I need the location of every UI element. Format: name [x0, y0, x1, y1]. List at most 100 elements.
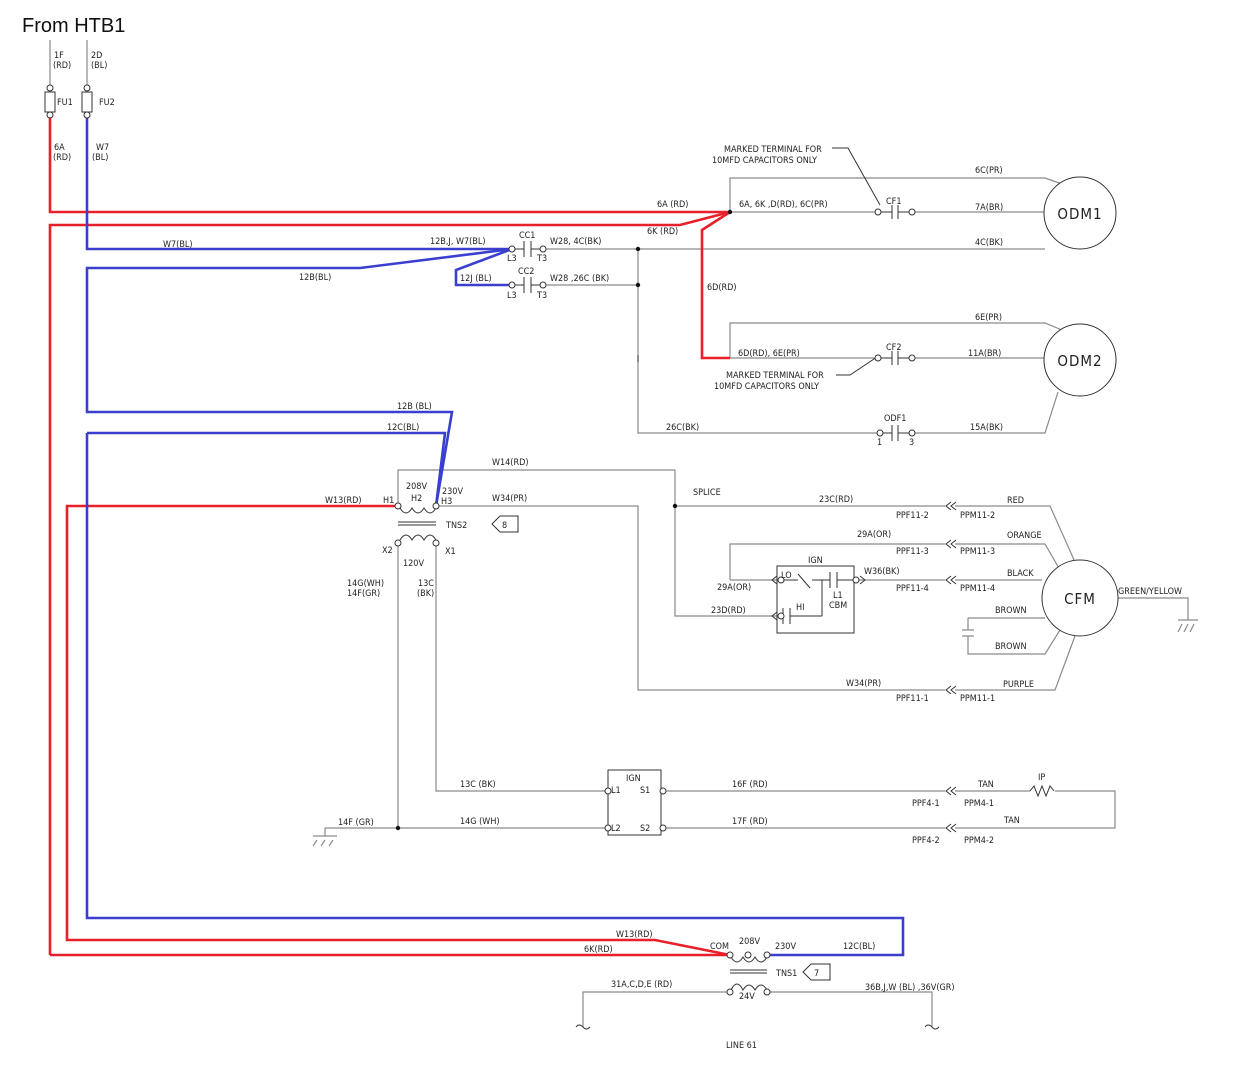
contactor-cc1 [512, 241, 543, 257]
component-label: IGN [626, 774, 641, 784]
wire-label: 15A(BK) [970, 423, 1003, 433]
note: 10MFD CAPACITORS ONLY [712, 156, 817, 166]
terminal [604, 824, 612, 832]
plug-label: PPF11-4 [896, 584, 929, 594]
plug-connector-icon [945, 539, 957, 549]
wire-label: 23D(RD) [711, 606, 746, 616]
terminal-label: X2 [382, 546, 393, 556]
wire-label: 6A [54, 143, 65, 153]
contactor-cc2 [512, 277, 543, 293]
pin-connector-icon [771, 575, 866, 621]
wire-color-label: RED [1007, 496, 1024, 506]
terminal [659, 824, 667, 832]
labels: 1F (RD) 2D (BL) FU1 FU2 6A (RD) W7 (BL) … [53, 51, 1182, 1051]
terminal-label: T3 [536, 291, 547, 301]
wire-label: W13(RD) [325, 496, 362, 506]
wire-label: 36B,J,W (BL) ,36V(GR) [865, 983, 955, 993]
wire-label: 2D [91, 51, 102, 61]
wire-label: W34(PR) [846, 679, 881, 689]
fuse-label: FU2 [99, 98, 115, 108]
terminal [539, 281, 547, 289]
wire-label: 12J (BL) [460, 274, 492, 284]
terminal [908, 354, 916, 362]
wire-label: 6C(PR) [975, 166, 1003, 176]
plug-label: PPF4-2 [912, 836, 940, 846]
wire-label: 6D(RD) [707, 283, 737, 293]
wire-label: W28, 4C(BK) [550, 237, 601, 247]
wire-label: 6K(RD) [584, 945, 613, 955]
note: 10MFD CAPACITORS ONLY [714, 382, 819, 392]
component-label: TNS2 [445, 521, 467, 531]
ign-relay-box [776, 565, 860, 634]
terminal-label: H3 [441, 497, 452, 507]
terminal [432, 539, 440, 547]
plug-label: PPF11-2 [896, 511, 929, 521]
terminal [432, 502, 440, 510]
terminal-label: HI [796, 603, 804, 613]
wire-label: 13C [418, 579, 434, 589]
terminal-label: 3 [909, 438, 914, 448]
splice-label: SPLICE [693, 488, 721, 498]
wire-color-label: TAN [977, 780, 994, 790]
terminal-label: L2 [611, 824, 621, 834]
wire-label: (BK) [417, 589, 434, 599]
terminal [744, 951, 752, 959]
voltage-label: 208V [739, 937, 760, 947]
voltage-label: 24V [739, 992, 755, 1002]
wire-label: 14F (GR) [338, 818, 374, 828]
plug-connector-icon [945, 575, 957, 585]
wire-label: 12C(BL) [387, 423, 419, 433]
component-label: CF1 [886, 197, 901, 207]
terminal-label: L3 [507, 291, 517, 301]
voltage-label: 208V [406, 482, 427, 492]
wire-color-label: PURPLE [1003, 680, 1034, 690]
component-label: IGN [808, 556, 823, 566]
terminal-label: T3 [536, 254, 547, 264]
fuse-fu2 [81, 91, 93, 113]
note: MARKED TERMINAL FOR [726, 371, 824, 381]
terminal [394, 539, 402, 547]
capacitor-cf2 [880, 351, 912, 365]
terminal [852, 576, 860, 584]
terminal [46, 84, 54, 92]
motor-label: CFM [1064, 590, 1096, 608]
plug-label: PPM11-4 [960, 584, 995, 594]
wire-label: 6D(RD), 6E(PR) [738, 349, 800, 359]
wire-label: 29A(OR) [857, 530, 891, 540]
wire-label: W7 [96, 143, 109, 153]
wire-label: 16F (RD) [732, 780, 768, 790]
wire-label: 12B (BL) [397, 402, 432, 412]
red-wires [48, 115, 731, 957]
plug-connectors [771, 501, 957, 833]
terminal [604, 787, 612, 795]
wire-label: W7(BL) [163, 240, 193, 250]
terminal-label: COM [710, 942, 729, 952]
wire-label: (BL) [92, 153, 108, 163]
plug-label: PPM11-2 [960, 511, 995, 521]
junction-dot [727, 209, 733, 215]
plug-label: PPM4-2 [964, 836, 994, 846]
transformer-tns1 [730, 956, 831, 992]
wire-label: 6A (RD) [657, 200, 688, 210]
wire-label: 17F (RD) [732, 817, 768, 827]
wire-label: (RD) [53, 61, 71, 71]
plug-label: PPF11-1 [896, 694, 929, 704]
wire-label: 4C(BK) [975, 238, 1003, 248]
terminal [726, 988, 734, 996]
motor-label: ODM1 [1057, 205, 1102, 223]
wire-label: 14G (WH) [460, 817, 500, 827]
wire-label: 13C (BK) [460, 780, 496, 790]
page-ref-tag: 8 [502, 521, 507, 531]
plug-label: PPF4-1 [912, 799, 940, 809]
wire-color-label: BROWN [995, 642, 1027, 652]
blue-wires [85, 115, 905, 957]
junction-dot [672, 503, 678, 509]
terminal-label: S1 [640, 786, 650, 796]
wire-color-label: BLACK [1007, 569, 1034, 579]
voltage-label: 230V [442, 487, 463, 497]
wire-label: 1F [54, 51, 64, 61]
wire-label: W36(BK) [864, 567, 900, 577]
plug-connector-icon [945, 823, 957, 833]
terminal-label: X1 [445, 547, 456, 557]
